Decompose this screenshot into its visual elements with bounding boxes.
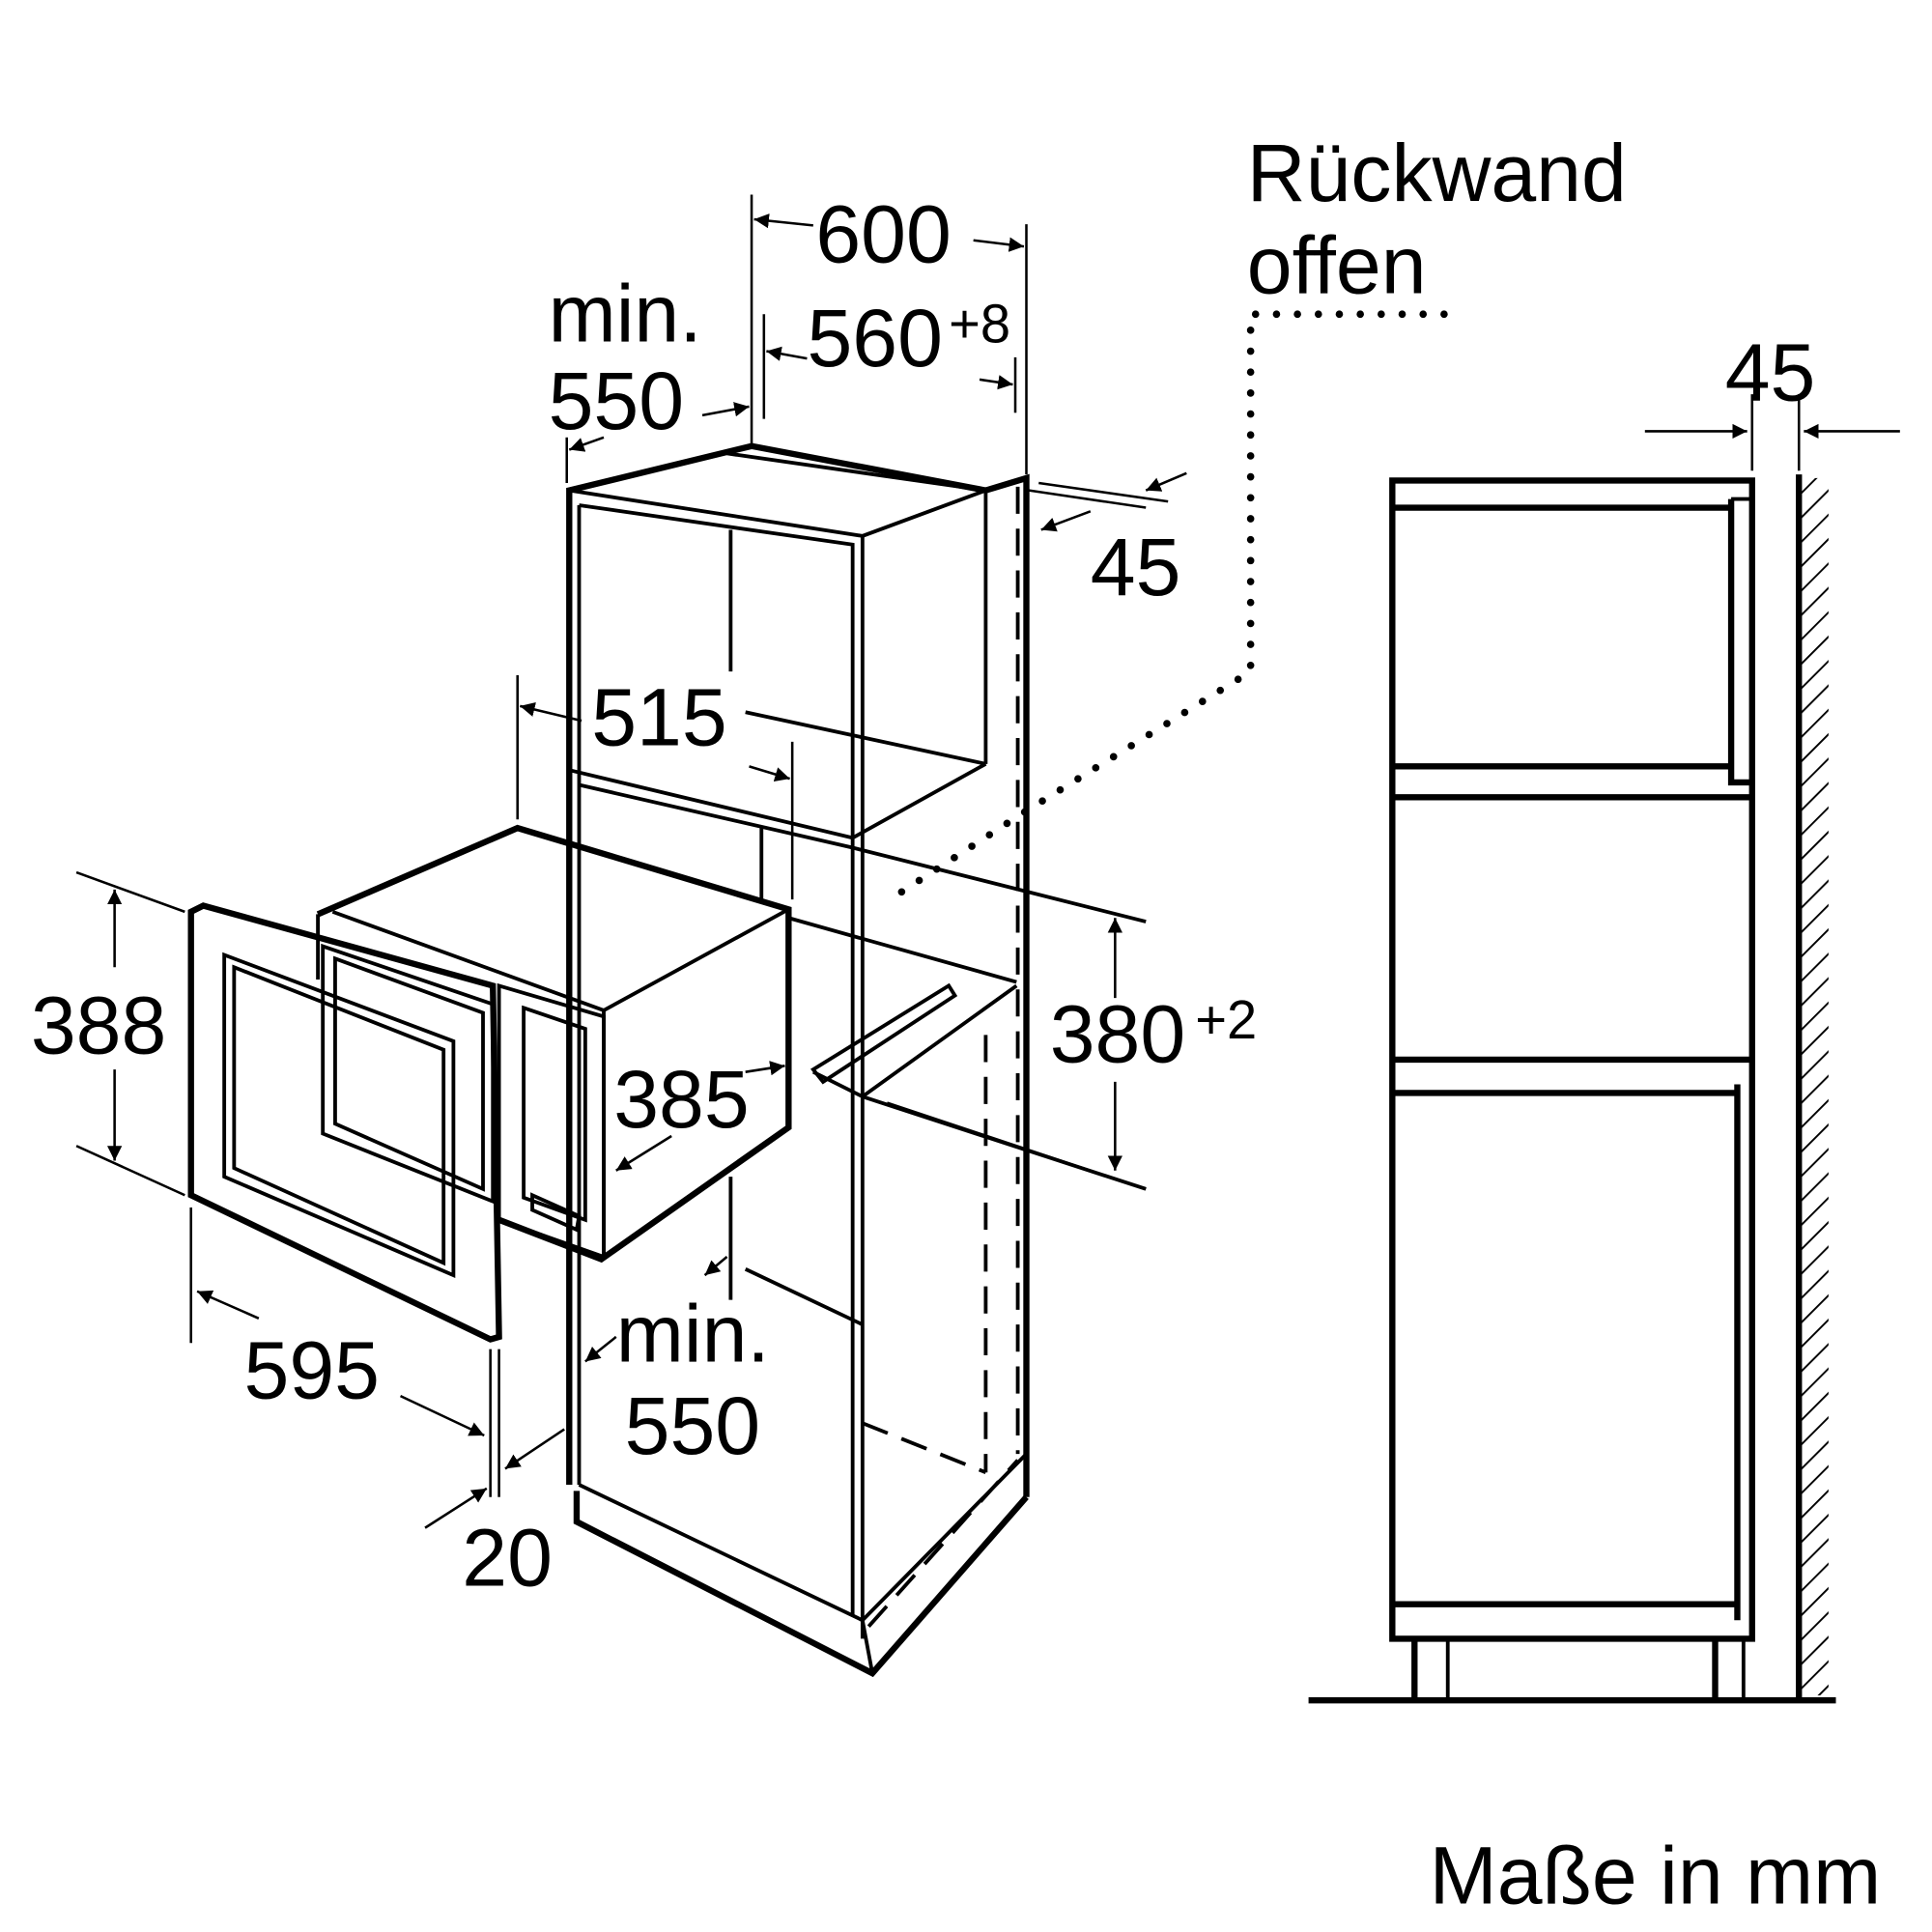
dim-595: 595 (244, 1325, 380, 1416)
dim-550-bottom: 550 (625, 1380, 760, 1471)
dim-380-tolerance: +2 (1195, 989, 1257, 1050)
dim-550-top: 550 (549, 355, 684, 446)
units-note: Maße in mm (1430, 1831, 1882, 1921)
label-rear-wall-open: offen (1247, 220, 1427, 311)
label-min-bottom: min. (616, 1288, 770, 1378)
dim-600: 600 (815, 189, 951, 280)
dim-388: 388 (31, 980, 166, 1071)
label-rear-wall: Rückwand (1247, 128, 1627, 218)
dim-20: 20 (462, 1513, 553, 1604)
dim-45-side: 45 (1091, 522, 1181, 612)
label-min-top: min. (549, 268, 702, 358)
cabinet-perspective (566, 442, 1147, 1678)
side-view (1308, 394, 1900, 1704)
dim-385: 385 (613, 1054, 749, 1145)
microwave (187, 824, 792, 1343)
dim-45-top: 45 (1725, 327, 1816, 418)
dimension-lines (75, 194, 1448, 1529)
wall-hatching (1801, 477, 1829, 1696)
dim-560: 560 (807, 293, 942, 384)
dim-515: 515 (591, 672, 726, 763)
dim-380: 380 (1050, 988, 1185, 1079)
dim-560-tolerance: +8 (949, 294, 1010, 355)
